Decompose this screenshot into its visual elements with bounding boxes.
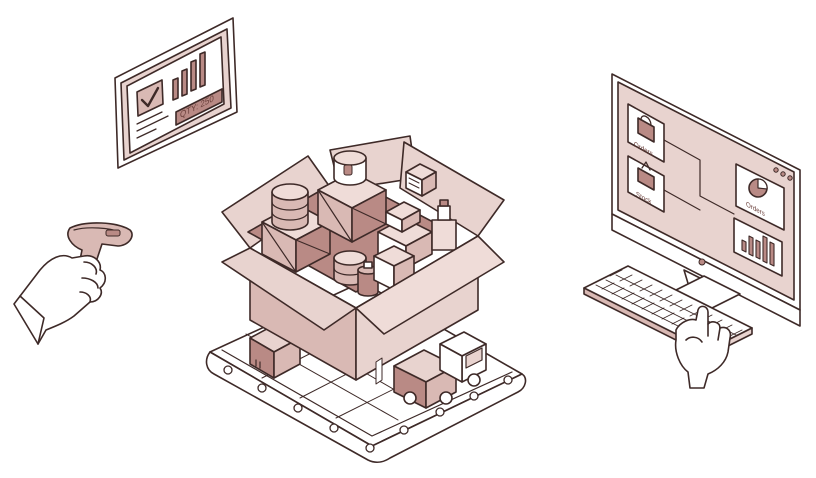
checkbox-icon [136, 79, 164, 117]
bar-chart-icon [741, 235, 775, 267]
stock-box-icon [637, 161, 655, 191]
bar-chart-panel [733, 217, 783, 277]
hand-icon [13, 254, 107, 345]
barrel [271, 183, 309, 231]
typing-hand-icon [674, 305, 732, 389]
monitor: Orders Stock Orders [611, 73, 801, 327]
bar-chart-icon [172, 51, 206, 101]
bottle [431, 199, 457, 251]
open-box-icon [221, 135, 505, 385]
canister [333, 150, 367, 186]
orders-panel-right: Orders [735, 163, 785, 231]
apple-logo-icon [698, 258, 706, 266]
delivery-truck-icon [393, 331, 487, 409]
document-box [405, 163, 437, 197]
stock-panel: Stock [627, 155, 665, 213]
tablet: QTY: 250 [114, 17, 238, 169]
pie-chart-icon [748, 178, 768, 198]
shopping-bag-icon [637, 115, 655, 143]
